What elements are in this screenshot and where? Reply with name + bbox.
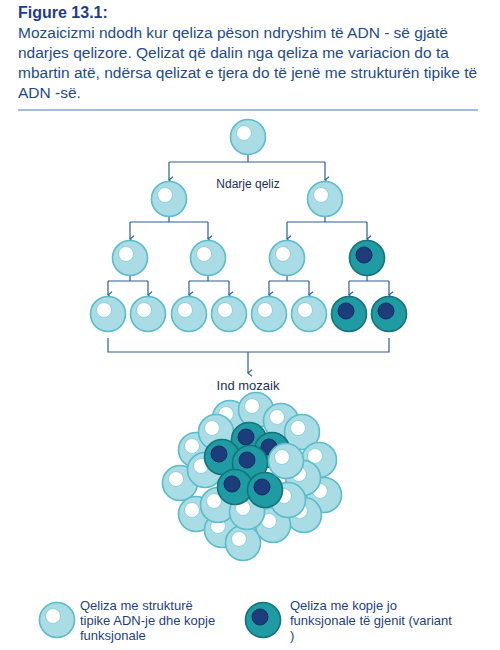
cell xyxy=(91,297,126,332)
legend-item: Qeliza me kopje jo funksjonale të gjenit… xyxy=(290,598,455,643)
figure-caption: Mozaicizmi ndodh kur qeliza pëson ndrysh… xyxy=(18,23,484,103)
branch-arrow xyxy=(286,222,287,239)
rule xyxy=(18,110,478,111)
cell-tree xyxy=(91,120,407,332)
branch-arrow xyxy=(207,222,208,239)
branch-arrow xyxy=(107,281,108,295)
branch-arrow xyxy=(388,281,389,295)
branch-line xyxy=(130,217,208,222)
bracket xyxy=(108,338,389,352)
cell xyxy=(131,297,166,332)
branch-arrow xyxy=(366,222,367,239)
figure-title: Figure 13.1: xyxy=(18,4,108,22)
variant-cell xyxy=(248,473,283,508)
branch-line xyxy=(269,276,309,281)
bracket-arrow xyxy=(247,352,248,373)
division-lines xyxy=(108,155,389,373)
stage-label: Ind mozaik xyxy=(178,378,318,393)
branch-arrow xyxy=(324,162,325,180)
legend-text: Qeliza me strukturë tipike ADN-je dhe ko… xyxy=(80,598,225,643)
variant-cell xyxy=(332,297,367,332)
cell xyxy=(226,526,261,561)
legend-swatch xyxy=(40,603,75,638)
branch-arrow xyxy=(348,281,349,295)
branch-arrow xyxy=(268,281,269,295)
branch-arrow xyxy=(228,281,229,295)
stage-label: Ndarje qeliz xyxy=(188,177,308,191)
cell xyxy=(269,444,304,479)
legend-swatch xyxy=(246,603,281,638)
branch-line xyxy=(108,276,148,281)
branch-line xyxy=(287,217,367,222)
mosaic-tissue xyxy=(163,393,342,561)
cell xyxy=(308,182,343,217)
branch-line xyxy=(349,276,389,281)
legend-text: Qeliza me kopje jo funksjonale të gjenit… xyxy=(290,598,455,643)
cell xyxy=(252,297,287,332)
cell xyxy=(172,297,207,332)
variant-cell xyxy=(372,297,407,332)
cell xyxy=(152,182,187,217)
legend-item: Qeliza me strukturë tipike ADN-je dhe ko… xyxy=(80,598,225,643)
cell xyxy=(212,297,247,332)
cell xyxy=(231,120,266,155)
cell xyxy=(292,297,327,332)
branch-arrow xyxy=(147,281,148,295)
branch-line xyxy=(169,155,325,162)
branch-arrow xyxy=(129,222,130,239)
branch-arrow xyxy=(308,281,309,295)
cell xyxy=(113,241,148,276)
branch-arrow xyxy=(168,162,169,180)
variant-cell xyxy=(350,241,385,276)
cell xyxy=(270,241,305,276)
branch-line xyxy=(189,276,229,281)
branch-arrow xyxy=(188,281,189,295)
cell xyxy=(191,241,226,276)
